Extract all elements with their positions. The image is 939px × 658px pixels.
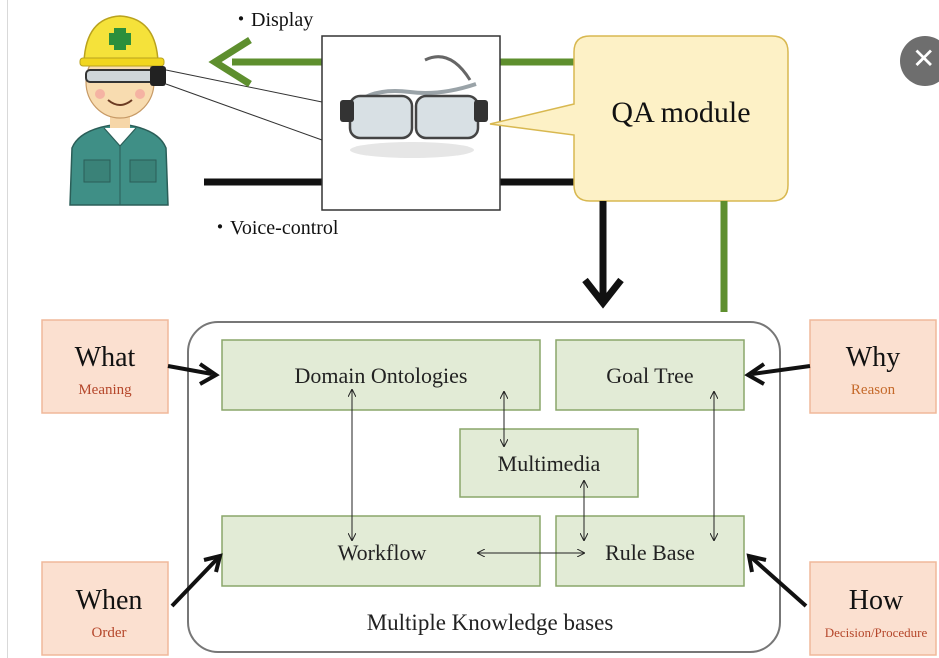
rule-base-label: Rule Base xyxy=(605,540,695,565)
multimedia-label: Multimedia xyxy=(498,451,601,476)
left-divider xyxy=(7,0,8,658)
question-why-title: Why xyxy=(846,342,900,373)
goal-tree-label: Goal Tree xyxy=(606,363,693,388)
question-what-box xyxy=(41,319,169,414)
domain-ontologies-label: Domain Ontologies xyxy=(295,363,468,388)
question-how-sub: Decision/Procedure xyxy=(825,625,928,640)
glasses-connector-line xyxy=(165,69,323,103)
question-when-sub: Order xyxy=(92,625,127,641)
question-what-title: What xyxy=(75,342,136,373)
node-domain-ontologies xyxy=(221,339,541,411)
node-multimedia xyxy=(459,428,639,498)
question-how-box xyxy=(809,561,937,656)
question-why-sub: Reason xyxy=(851,382,896,398)
question-how-title: How xyxy=(849,585,904,616)
smart-glasses-photo-icon xyxy=(321,35,501,211)
workflow-label: Workflow xyxy=(338,540,427,565)
close-button[interactable]: ✕ xyxy=(900,36,939,86)
worker-with-smart-glasses-icon xyxy=(69,15,169,206)
node-goal-tree xyxy=(555,339,745,411)
display-arrow xyxy=(208,37,575,87)
qa-to-kb-arrow xyxy=(582,201,624,309)
question-why-box xyxy=(809,319,937,414)
question-arrows xyxy=(167,362,811,608)
question-when-box xyxy=(41,561,169,656)
display-label: ・Display xyxy=(231,9,313,31)
qa-module-label: QA module xyxy=(611,96,750,129)
voice-control-label: ・Voice-control xyxy=(210,217,339,239)
qa-module-bubble xyxy=(489,35,789,202)
kb-caption: Multiple Knowledge bases xyxy=(367,610,614,635)
question-what-sub: Meaning xyxy=(78,382,132,398)
close-icon: ✕ xyxy=(912,42,936,75)
glasses-connector-line xyxy=(165,83,323,141)
question-when-title: When xyxy=(76,585,143,616)
